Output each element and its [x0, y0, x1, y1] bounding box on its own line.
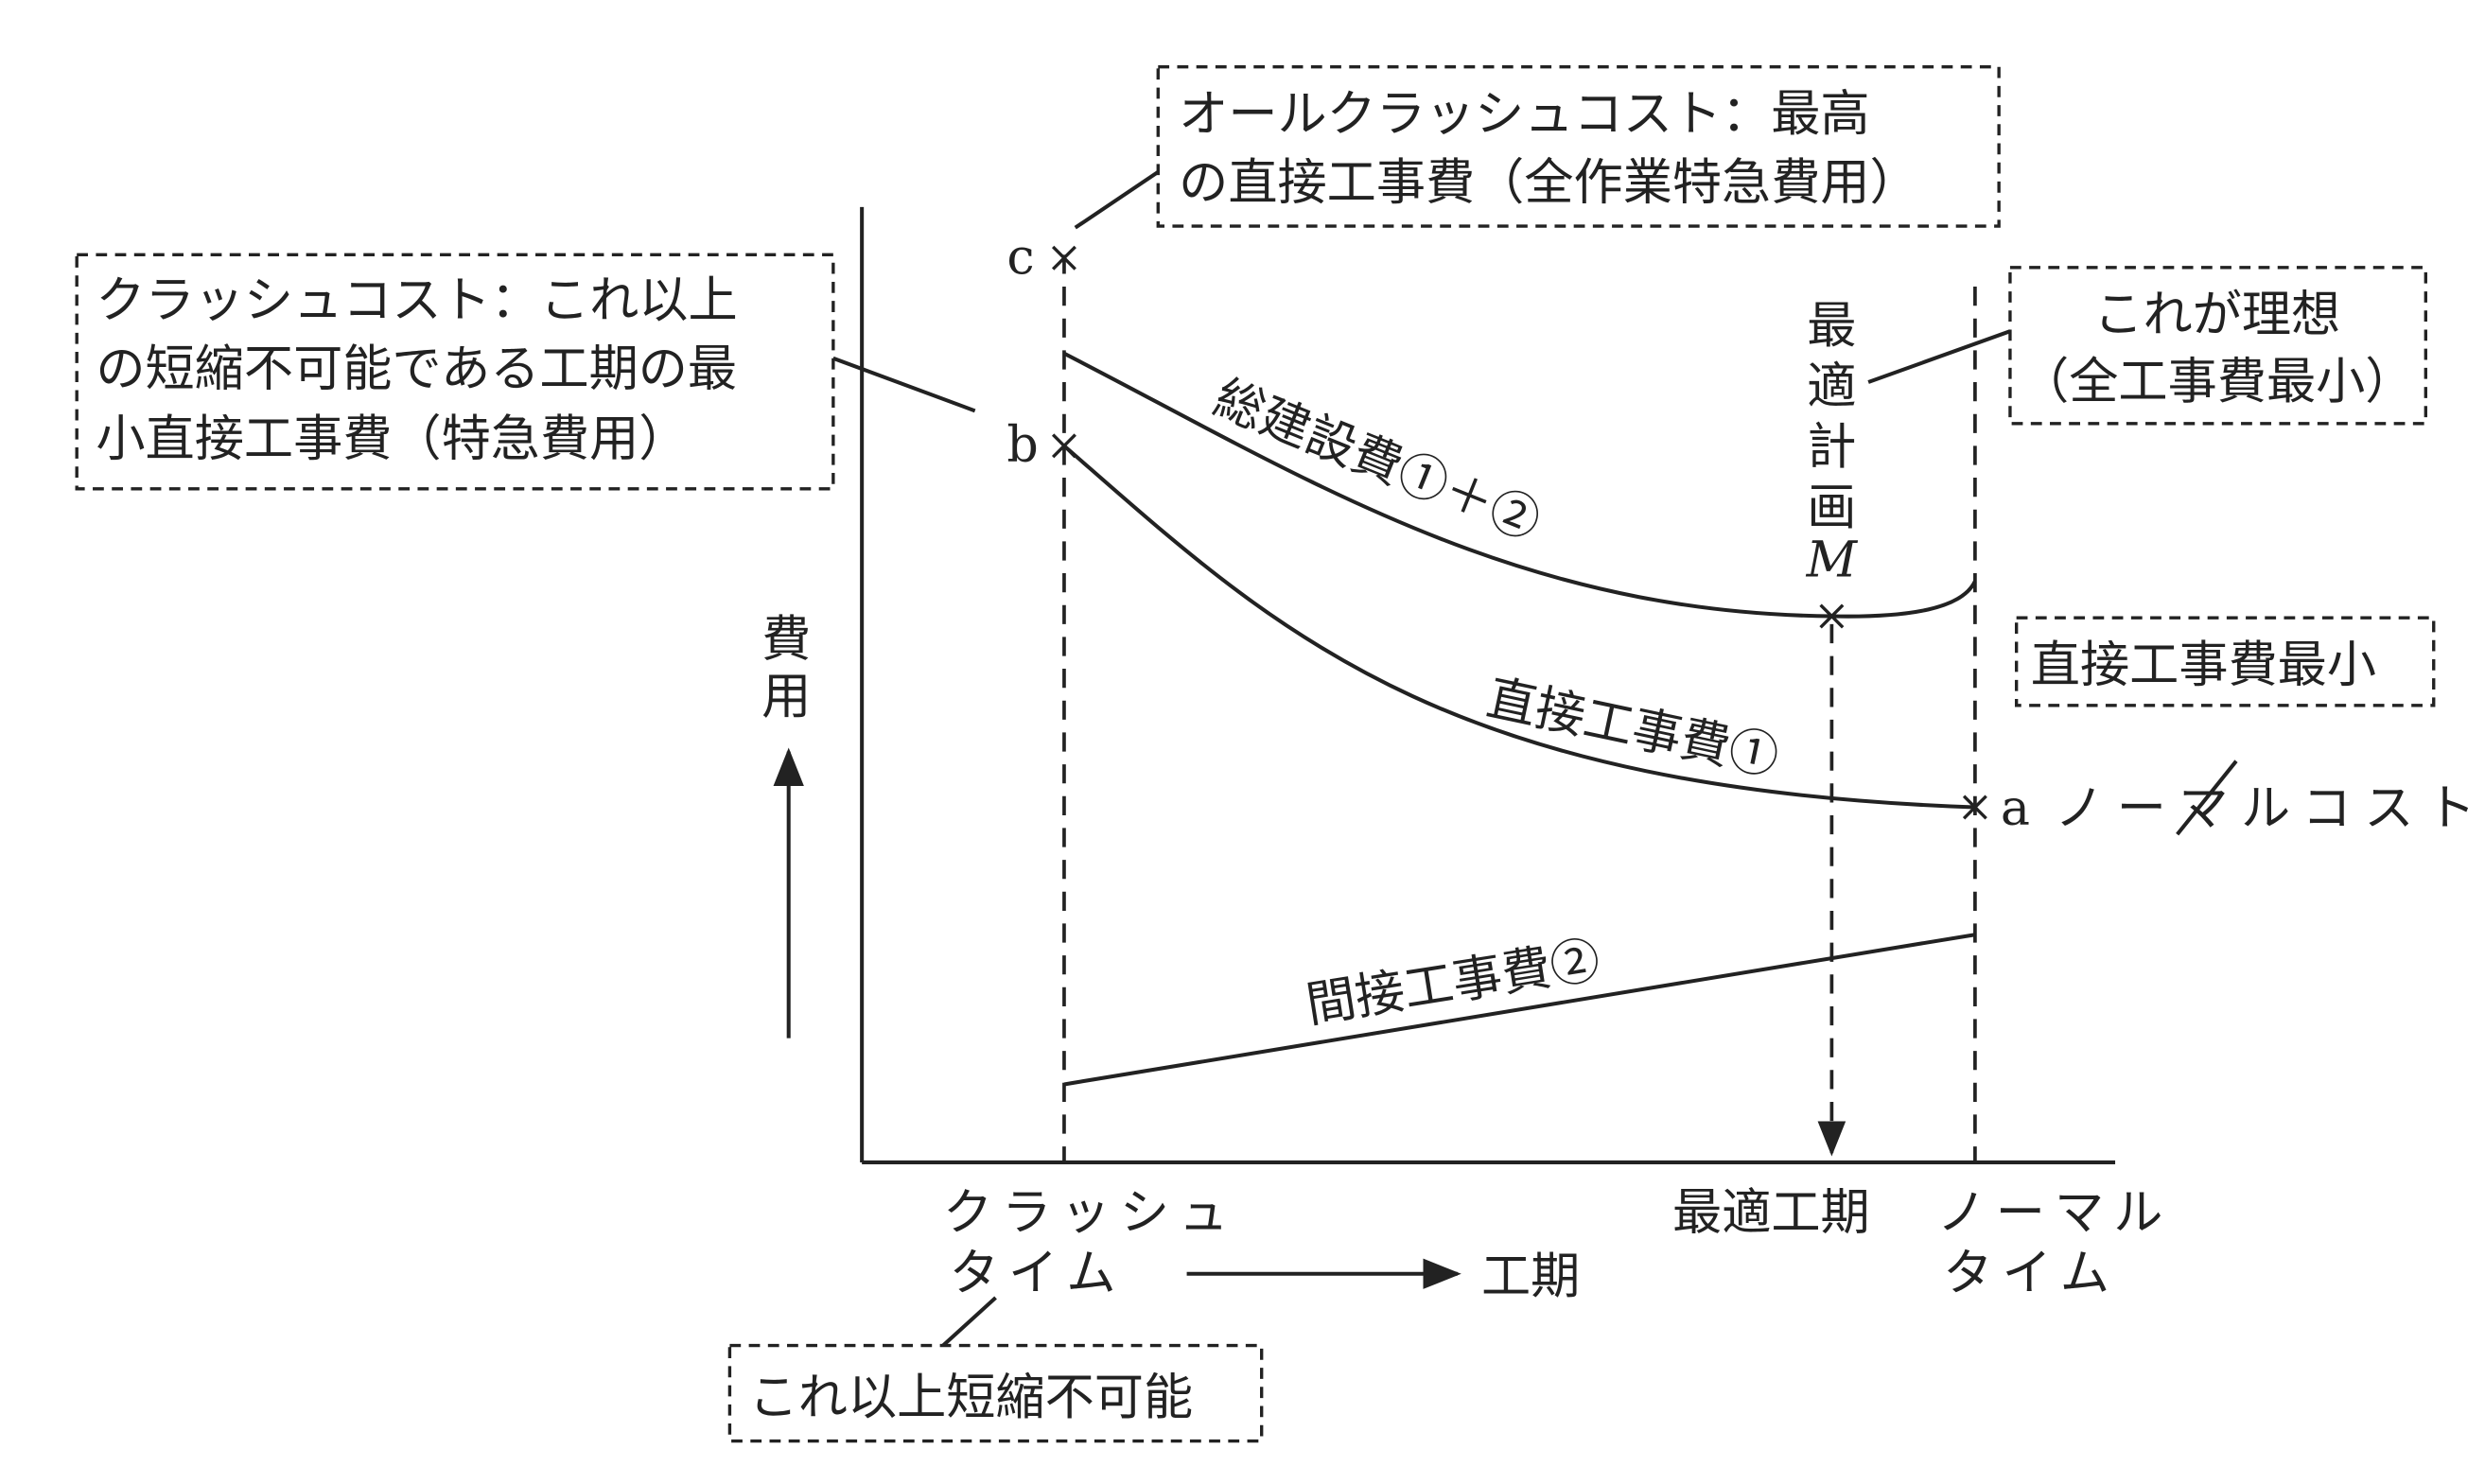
crash-time-label-1: クラッシュ [943, 1185, 1237, 1242]
y-axis-label-1: 費 [761, 612, 811, 669]
callout-direct-min: 直接工事費最小 [2014, 616, 2436, 836]
point-c-marker [1051, 245, 1076, 271]
optimum-plan-char: 最 [1807, 298, 1856, 355]
callout-text: これ以上短縮不可能 [749, 1370, 1194, 1426]
point-m-marker [1819, 603, 1845, 629]
point-a-label: a [2001, 780, 2030, 837]
callout-text: （全工事費最小） [2020, 354, 2414, 410]
total-cost-label: 総建設費①＋② [1206, 370, 1548, 551]
callout-text: 小直接工事費（特急費用） [96, 410, 688, 467]
callout-text: クラッシュコスト：これ以上 [96, 272, 737, 329]
direct-cost-curve [1062, 444, 1975, 810]
x-axis-label: 工期 [1481, 1248, 1580, 1305]
normal-cost-label: ノーマルコスト [2055, 780, 2485, 837]
callout-text: 直接工事費最小 [2031, 637, 2376, 694]
callout-text: の直接工事費（全作業特急費用） [1179, 154, 1919, 211]
optimum-period-label: 最適工期 [1672, 1185, 1870, 1242]
callout-text: これが理想 [2093, 287, 2340, 343]
optimum-plan-char: 画 [1807, 480, 1856, 536]
optimum-plan-label: 最 適 計 画 M [1806, 298, 1859, 588]
callout-crash-cost: クラッシュコスト：これ以上 の短縮不可能である工期の最 小直接工事費（特急費用） [75, 253, 976, 491]
callout-text: の短縮不可能である工期の最 [96, 340, 737, 397]
optimum-plan-char: 適 [1807, 358, 1856, 415]
total-cost-curve [1063, 351, 1977, 619]
callout-no-shorter: これ以上短縮不可能 [727, 1296, 1264, 1443]
point-a-marker [1962, 794, 1987, 820]
point-c-label: c [1006, 230, 1034, 287]
point-b-label: b [1006, 417, 1038, 474]
normal-time-label-2: タイム [1943, 1246, 2119, 1302]
indirect-cost-line [1063, 933, 1976, 1087]
normal-time-label-1: ノーマル [1936, 1185, 2172, 1242]
callout-text: オールクラッシュコスト：最高 [1179, 86, 1869, 143]
optimum-plan-char: M [1806, 532, 1859, 588]
callout-ideal: これが理想 （全工事費最小） [1867, 266, 2428, 426]
optimum-plan-char: 計 [1807, 419, 1856, 476]
y-axis-label-2: 用 [761, 669, 811, 725]
crash-time-label-2: タイム [950, 1246, 1126, 1302]
point-b-marker [1051, 433, 1076, 459]
callout-all-crash-cost: オールクラッシュコスト：最高 の直接工事費（全作業特急費用） [1074, 65, 2001, 230]
